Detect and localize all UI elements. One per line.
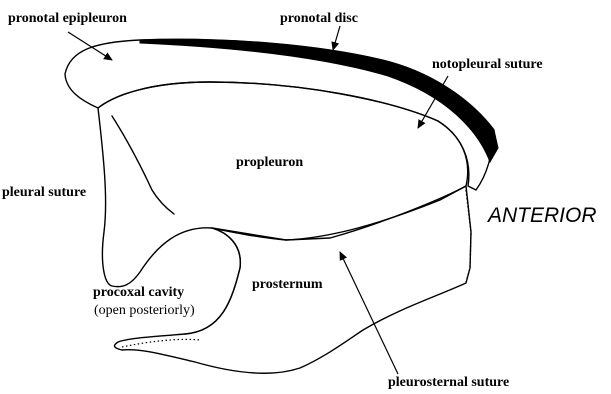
propleuron-region — [98, 82, 468, 287]
pronotal-disc-arrow — [333, 26, 340, 50]
prosternum-lower-margin — [122, 339, 200, 347]
procoxal-cavity-rim — [185, 228, 240, 334]
label-procoxal-cavity: procoxal cavity — [93, 285, 184, 300]
label-pleural-suture: pleural suture — [2, 185, 86, 200]
pleurosternal-suture-arrow — [340, 252, 398, 374]
label-procoxal-cavity-note: (open posteriorly) — [94, 303, 195, 318]
label-pronotal-disc: pronotal disc — [280, 11, 358, 26]
label-anterior: ANTERIOR — [486, 204, 597, 227]
pronotal-epipleuron-arrow — [68, 32, 112, 60]
label-prosternum: prosternum — [252, 277, 323, 292]
label-propleuron: propleuron — [236, 155, 303, 170]
label-pleurosternal-suture: pleurosternal suture — [388, 375, 509, 390]
label-pronotal-epipleuron: pronotal epipleuron — [8, 11, 127, 26]
pleural-suture-line — [112, 116, 174, 214]
label-notopleural-suture: notopleural suture — [432, 57, 543, 72]
